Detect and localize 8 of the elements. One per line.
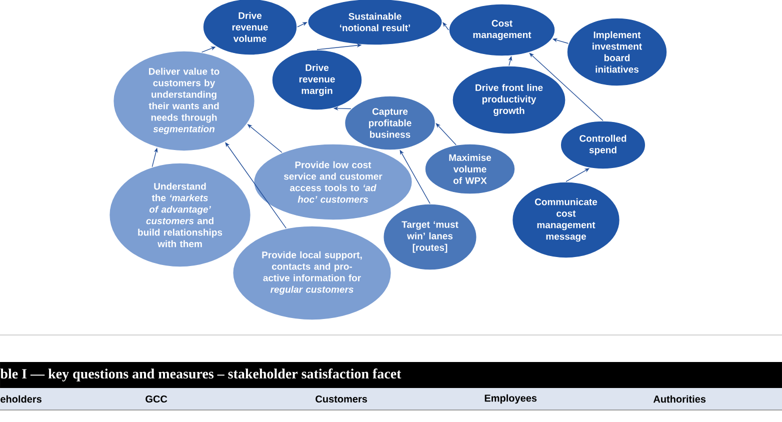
column-header: eholders [0,395,42,403]
arrow [436,123,456,146]
column-header: Employees [484,394,537,404]
column-header: GCC [146,395,168,403]
column-header: Customers [316,395,368,403]
arrow [442,22,449,30]
table-title-bar: ble I — key questions and measures – stakeholder satisfaction facet [0,362,782,388]
column-header: Authorities [653,395,706,403]
